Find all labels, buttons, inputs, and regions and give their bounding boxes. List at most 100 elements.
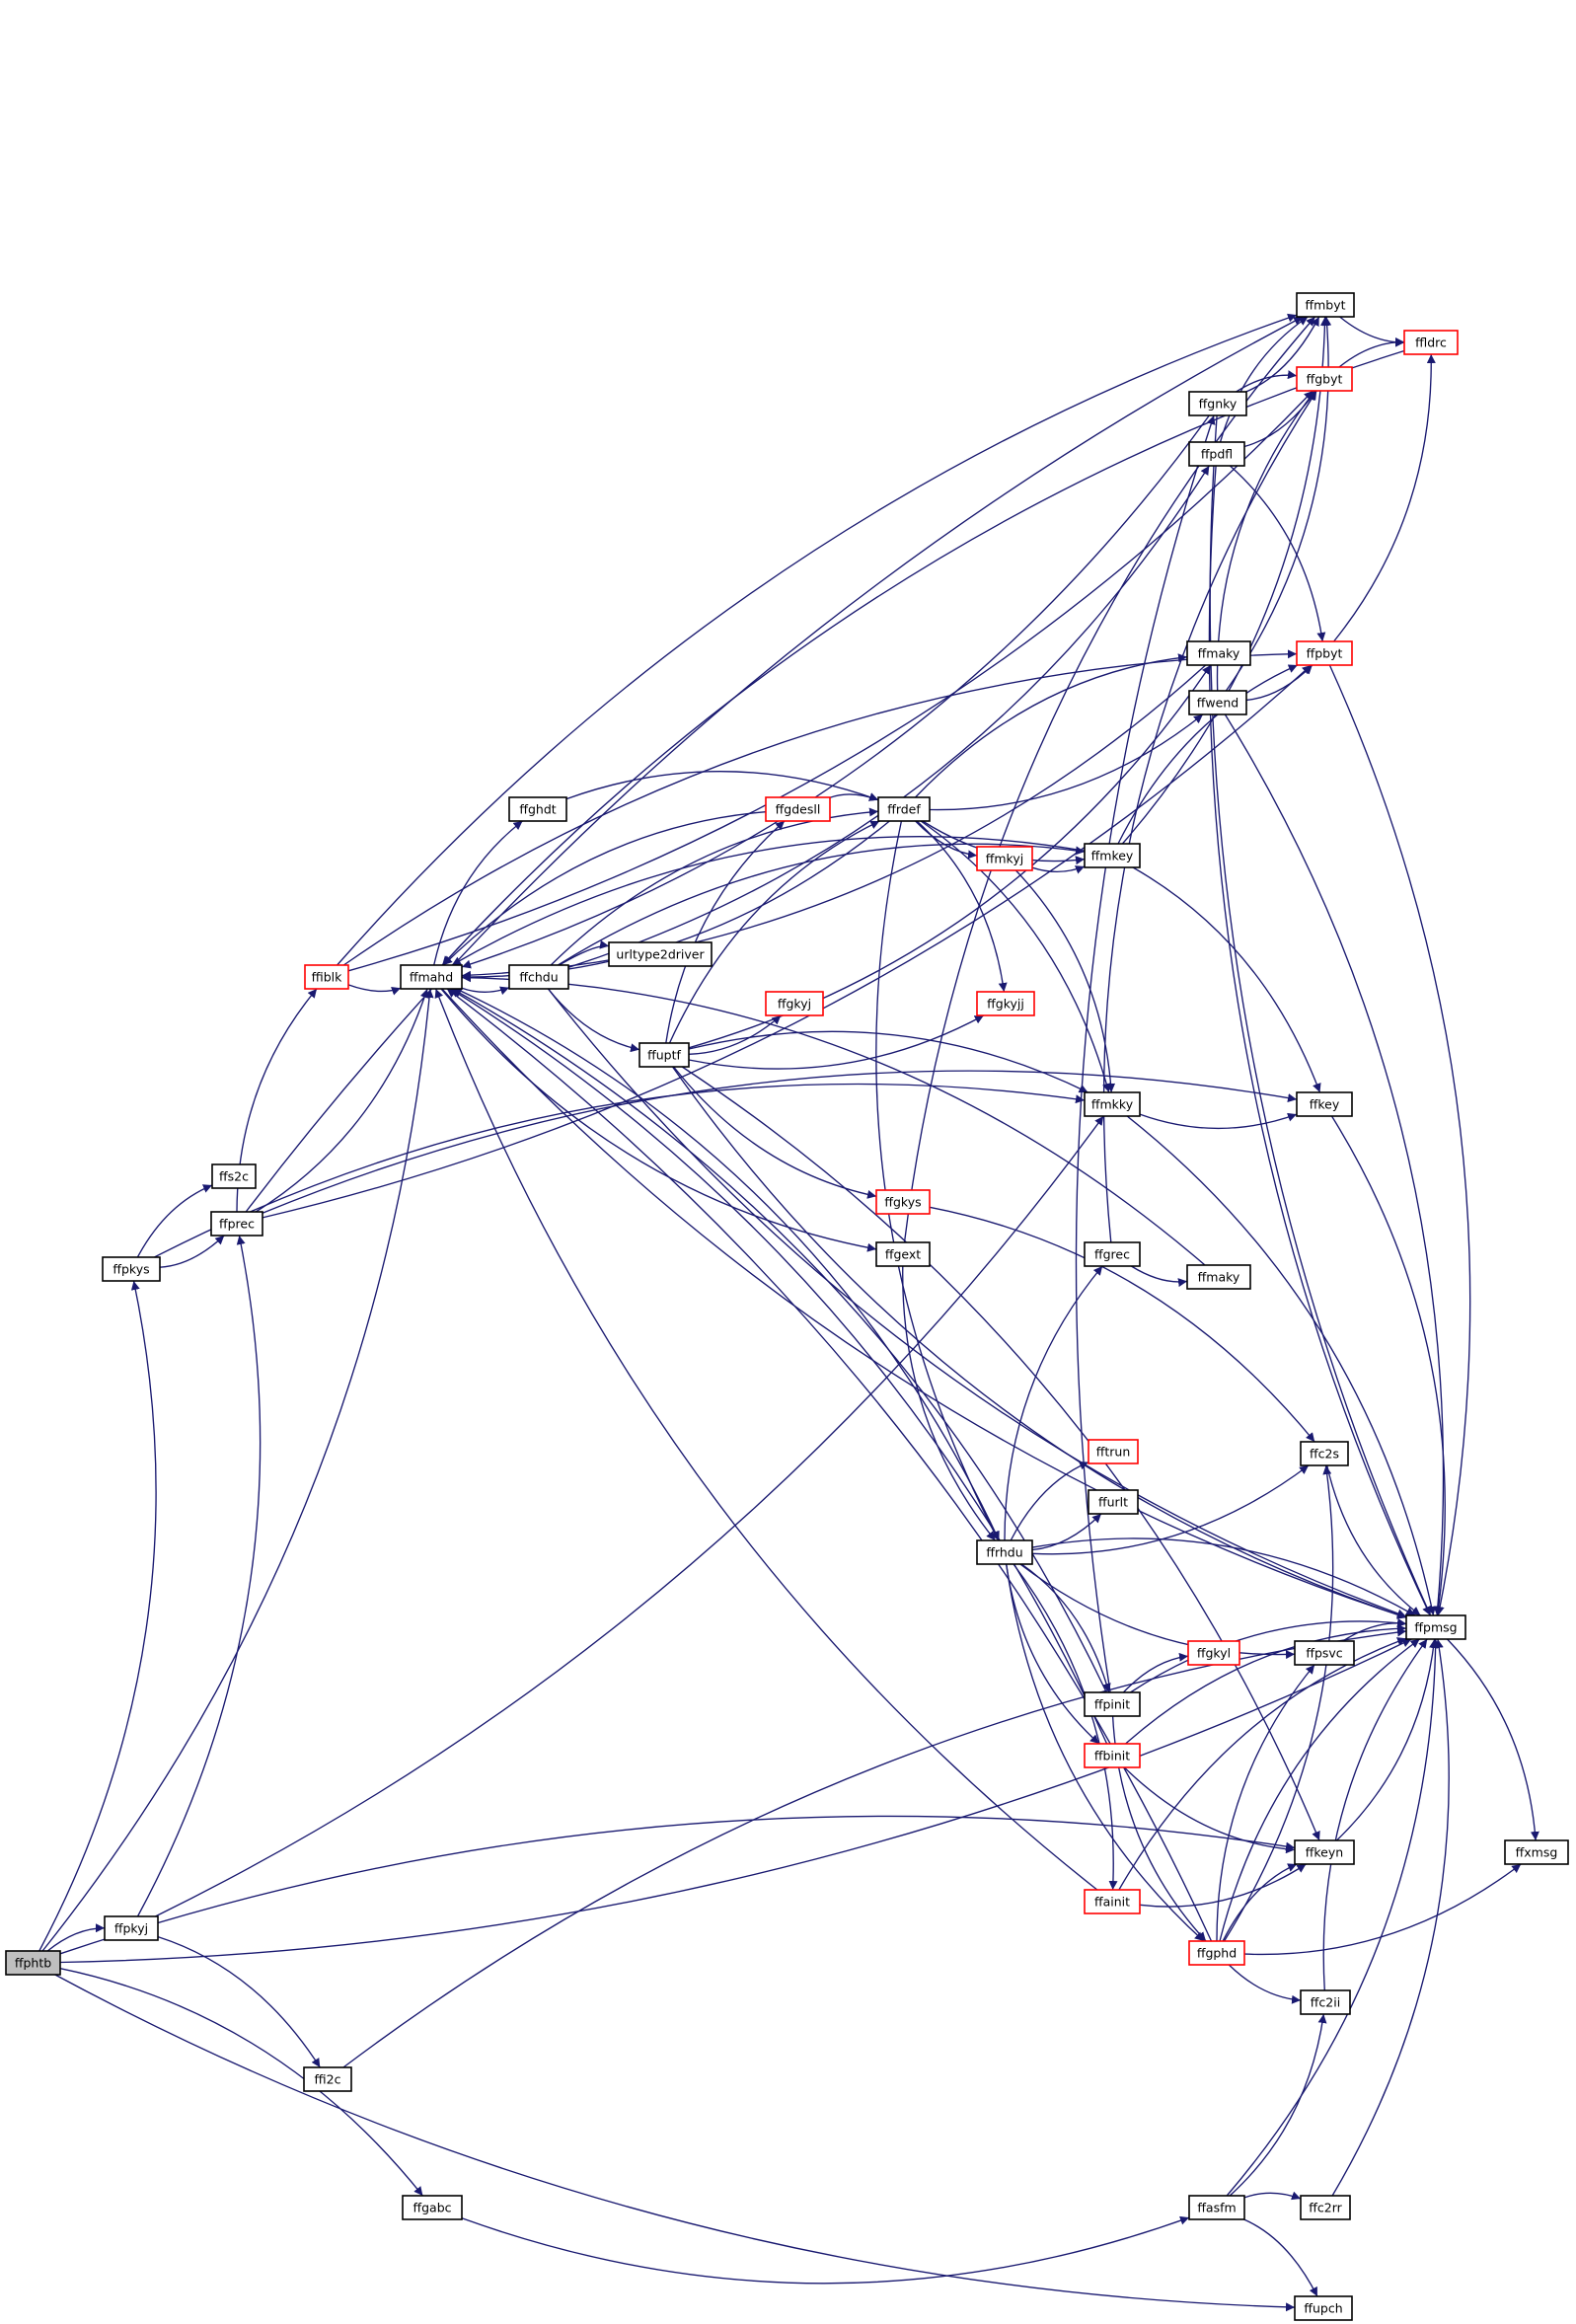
node-box-fftrun[interactable] (1088, 1439, 1139, 1464)
node-box-ffphtb[interactable] (5, 1950, 61, 1976)
node-box-ffpkys[interactable] (102, 1256, 161, 1282)
node-box-ffasfm[interactable] (1188, 2195, 1245, 2220)
node-ffgnky[interactable]: ffgnky (1188, 391, 1247, 416)
node-box-ffghdt[interactable] (508, 796, 567, 822)
node-box-ffc2s[interactable] (1300, 1441, 1349, 1466)
node-ffgkyjj[interactable]: ffgkyjj (976, 991, 1035, 1016)
node-box-ffgext[interactable] (875, 1241, 931, 1267)
node-box-ffmahd[interactable] (400, 964, 463, 990)
node-ffgabc[interactable]: ffgabc (402, 2195, 463, 2220)
node-box-ffkey[interactable] (1296, 1091, 1353, 1117)
node-box-ffrdef[interactable] (877, 796, 931, 822)
node-ffgdesll[interactable]: ffgdesll (765, 796, 831, 822)
node-box-ffc2rr[interactable] (1300, 2195, 1351, 2220)
node-box-ffuptf[interactable] (638, 1042, 690, 1068)
node-ffbinit[interactable]: ffbinit (1084, 1743, 1141, 1768)
node-ffkeyn[interactable]: ffkeyn (1294, 1839, 1355, 1865)
node-ffc2rr[interactable]: ffc2rr (1300, 2195, 1351, 2220)
node-ffurlt[interactable]: ffurlt (1088, 1489, 1139, 1515)
node-box-ffgabc[interactable] (402, 2195, 463, 2220)
node-ffupch[interactable]: ffupch (1294, 2295, 1353, 2321)
node-box-ffgkyl[interactable] (1187, 1640, 1240, 1666)
node-ffpsvc[interactable]: ffpsvc (1294, 1640, 1355, 1666)
node-box-ffpinit[interactable] (1084, 1691, 1141, 1717)
node-box-ffchdu[interactable] (508, 964, 569, 990)
node-ffgphd[interactable]: ffgphd (1188, 1940, 1245, 1966)
node-box-ffgkys[interactable] (875, 1189, 931, 1215)
node-ffiblk[interactable]: ffiblk (304, 964, 349, 990)
node-ffgkys[interactable]: ffgkys (875, 1189, 931, 1215)
node-ffpdfl[interactable]: ffpdfl (1188, 441, 1245, 467)
node-ffprec[interactable]: ffprec (210, 1211, 263, 1237)
node-box-ffpmsg[interactable] (1405, 1614, 1466, 1640)
node-box-ffmkyj[interactable] (976, 846, 1033, 871)
node-ffwend[interactable]: ffwend (1188, 690, 1247, 715)
node-ffgkyl[interactable]: ffgkyl (1187, 1640, 1240, 1666)
node-box-ffpdfl[interactable] (1188, 441, 1245, 467)
node-box-ffmaky_1[interactable] (1186, 640, 1251, 666)
node-box-ffmaky_2[interactable] (1186, 1264, 1251, 1290)
node-box-ffpkyj[interactable] (104, 1915, 159, 1941)
node-box-ffs2c[interactable] (211, 1163, 257, 1189)
node-ffmaky_2[interactable]: ffmaky (1186, 1264, 1251, 1290)
node-ffgrec[interactable]: ffgrec (1084, 1241, 1141, 1267)
node-box-ffpsvc[interactable] (1294, 1640, 1355, 1666)
node-box-ffgnky[interactable] (1188, 391, 1247, 416)
node-ffpbyt[interactable]: ffpbyt (1296, 640, 1353, 666)
node-ffchdu[interactable]: ffchdu (508, 964, 569, 990)
node-ffmkey[interactable]: ffmkey (1084, 843, 1141, 868)
node-ffmbyt[interactable]: ffmbyt (1296, 292, 1355, 318)
node-box-ffprec[interactable] (210, 1211, 263, 1237)
node-ffgkyj_1[interactable]: ffgkyj (765, 991, 824, 1016)
node-box-ffkeyn[interactable] (1294, 1839, 1355, 1865)
node-box-ffldrc[interactable] (1403, 330, 1459, 355)
node-ffi2c[interactable]: ffi2c (303, 2066, 352, 2092)
node-box-ffbinit[interactable] (1084, 1743, 1141, 1768)
node-box-ffainit[interactable] (1084, 1889, 1141, 1914)
node-ffldrc[interactable]: ffldrc (1403, 330, 1459, 355)
node-box-ffgdesll[interactable] (765, 796, 831, 822)
node-ffainit[interactable]: ffainit (1084, 1889, 1141, 1914)
node-ffs2c[interactable]: ffs2c (211, 1163, 257, 1189)
node-box-ffxmsg[interactable] (1504, 1839, 1569, 1865)
node-ffxmsg[interactable]: ffxmsg (1504, 1839, 1569, 1865)
node-ffghdt[interactable]: ffghdt (508, 796, 567, 822)
node-ffphtb[interactable]: ffphtb (5, 1950, 61, 1976)
node-ffasfm[interactable]: ffasfm (1188, 2195, 1245, 2220)
node-box-ffwend[interactable] (1188, 690, 1247, 715)
node-ffmkyj[interactable]: ffmkyj (976, 846, 1033, 871)
node-box-ffgbyt[interactable] (1296, 366, 1353, 392)
node-box-ffiblk[interactable] (304, 964, 349, 990)
node-box-ffmbyt[interactable] (1296, 292, 1355, 318)
node-box-ffgkyjj[interactable] (976, 991, 1035, 1016)
node-ffrdef[interactable]: ffrdef (877, 796, 931, 822)
node-box-ffrhdu[interactable] (976, 1539, 1033, 1565)
node-box-ffgkyj_1[interactable] (765, 991, 824, 1016)
node-box-ffgphd[interactable] (1188, 1940, 1245, 1966)
node-box-ffpbyt[interactable] (1296, 640, 1353, 666)
node-box-ffgrec[interactable] (1084, 1241, 1141, 1267)
node-box-ffupch[interactable] (1294, 2295, 1353, 2321)
node-ffgbyt[interactable]: ffgbyt (1296, 366, 1353, 392)
node-ffpkyj[interactable]: ffpkyj (104, 1915, 159, 1941)
node-box-urltype2driver[interactable] (608, 941, 713, 967)
node-box-ffmkey[interactable] (1084, 843, 1141, 868)
node-ffkey[interactable]: ffkey (1296, 1091, 1353, 1117)
node-ffmahd[interactable]: ffmahd (400, 964, 463, 990)
node-ffpinit[interactable]: ffpinit (1084, 1691, 1141, 1717)
node-ffuptf[interactable]: ffuptf (638, 1042, 690, 1068)
node-urltype2driver[interactable]: urltype2driver (608, 941, 713, 967)
node-box-ffmkky[interactable] (1084, 1091, 1141, 1117)
node-ffpmsg[interactable]: ffpmsg (1405, 1614, 1466, 1640)
node-ffc2ii[interactable]: ffc2ii (1300, 1989, 1351, 2015)
node-fftrun[interactable]: fftrun (1088, 1439, 1139, 1464)
node-ffc2s[interactable]: ffc2s (1300, 1441, 1349, 1466)
node-box-ffi2c[interactable] (303, 2066, 352, 2092)
node-box-ffc2ii[interactable] (1300, 1989, 1351, 2015)
node-box-ffurlt[interactable] (1088, 1489, 1139, 1515)
node-ffmaky_1[interactable]: ffmaky (1186, 640, 1251, 666)
node-ffpkys[interactable]: ffpkys (102, 1256, 161, 1282)
node-ffrhdu[interactable]: ffrhdu (976, 1539, 1033, 1565)
node-ffgext[interactable]: ffgext (875, 1241, 931, 1267)
node-ffmkky[interactable]: ffmkky (1084, 1091, 1141, 1117)
